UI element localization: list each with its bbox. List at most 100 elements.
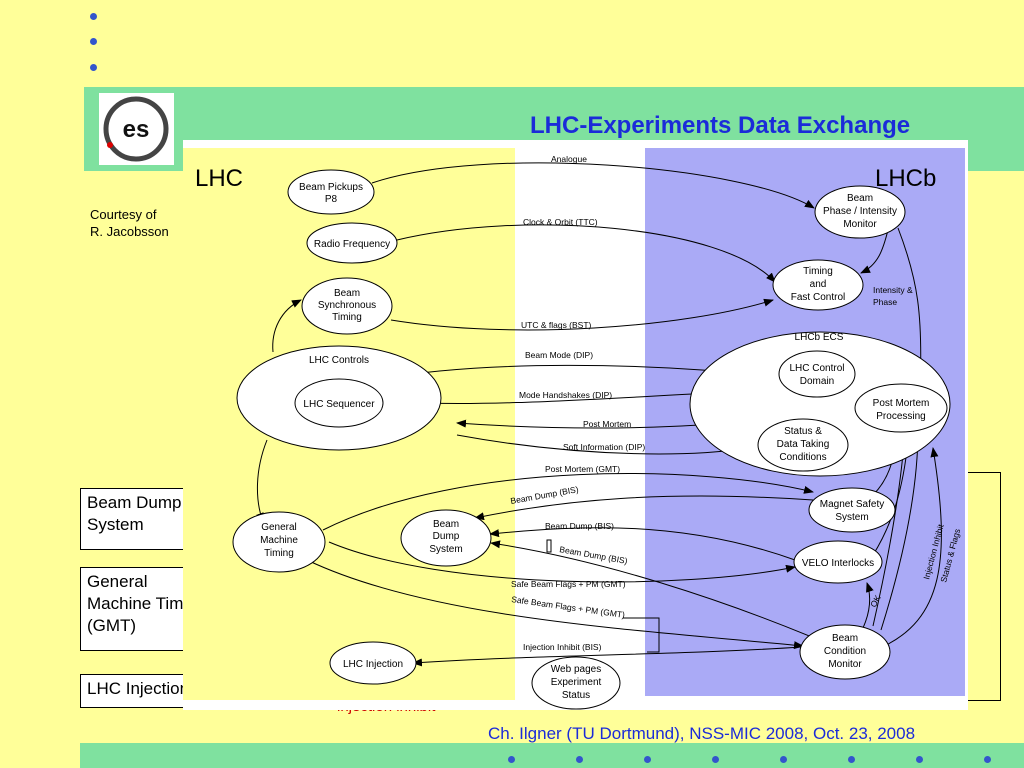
footer-bullet xyxy=(576,756,583,763)
footer-band xyxy=(80,743,1024,768)
link-safe-beam1 xyxy=(328,541,796,583)
status-data-l2: Data Taking xyxy=(777,439,830,450)
link-status-flags xyxy=(879,447,942,649)
link-bdump-bis2 xyxy=(489,527,796,561)
lhc-sequencer-l1: LHC Sequencer xyxy=(303,399,375,410)
radio-frequency-l1: Radio Frequency xyxy=(314,239,390,250)
university-logo: es xyxy=(99,93,174,165)
small-marker xyxy=(546,539,552,553)
link-gmt-bracket xyxy=(623,617,660,653)
timing-fast-l1: Timing xyxy=(803,266,833,277)
beam-dump-box-label: Beam Dump System xyxy=(87,493,182,534)
lhc-control-domain-l2: Domain xyxy=(800,376,834,387)
status-data-node xyxy=(757,418,849,472)
velo-l1: VELO Interlocks xyxy=(802,558,874,569)
beam-pickups-l1: Beam Pickups xyxy=(299,182,363,193)
web-pages-l1: Web pages xyxy=(551,664,601,675)
post-mortem-proc-node xyxy=(854,383,948,433)
beam-dump-l1: Beam xyxy=(433,519,459,530)
lhc-injection-node xyxy=(329,641,417,685)
general-machine-box-label: General Machine Timing (GMT) xyxy=(87,572,207,635)
beam-sync-l3: Timing xyxy=(332,312,362,323)
timing-fast-node xyxy=(772,259,864,311)
lhcb-ecs-label: LHCb ECS xyxy=(795,332,844,343)
bullet-dot xyxy=(90,64,97,71)
label-intensity-phase-1: Intensity & xyxy=(873,285,913,295)
link-bdump-bis1 xyxy=(474,495,814,521)
label-analogue: Analogue xyxy=(551,154,587,164)
lhc-injection-l1: LHC Injection xyxy=(343,659,403,670)
footer-bullet xyxy=(780,756,787,763)
label-beam-mode: Beam Mode (DIP) xyxy=(525,350,593,360)
lhc-control-domain-node xyxy=(778,350,856,398)
data-exchange-diagram: LHC LHCb Analogue Clock & Orbit (TTC) U xyxy=(183,140,968,710)
lhc-controls-label: LHC Controls xyxy=(309,355,369,366)
courtesy-author: R. Jacobsson xyxy=(90,224,169,239)
bpim-l1: Beam xyxy=(847,193,873,204)
footer-bullet xyxy=(644,756,651,763)
courtesy-note: Courtesy of R. Jacobsson xyxy=(90,206,169,240)
post-mortem-proc-l1: Post Mortem xyxy=(873,398,930,409)
lhc-control-domain-l1: LHC Control xyxy=(789,363,844,374)
bcm-node xyxy=(799,624,891,680)
footer-bullet xyxy=(916,756,923,763)
link-ok xyxy=(862,582,874,629)
link-post-mortem-gmt xyxy=(322,473,814,531)
beam-dump-l3: System xyxy=(429,544,462,555)
general-machine-l2: Machine xyxy=(260,535,298,546)
bpim-node xyxy=(814,185,906,239)
courtesy-line: Courtesy of xyxy=(90,207,157,222)
label-bdump-bis2: Beam Dump (BIS) xyxy=(545,521,614,531)
magnet-safety-l2: System xyxy=(835,512,868,523)
radio-frequency-node xyxy=(306,222,398,264)
bcm-l2: Condition xyxy=(824,646,866,657)
diagram-svg: LHC LHCb Analogue Clock & Orbit (TTC) U xyxy=(183,148,965,710)
beam-sync-l1: Beam xyxy=(334,288,360,299)
beam-pickups-node xyxy=(287,169,375,215)
status-data-l3: Conditions xyxy=(779,452,826,463)
beam-sync-l2: Synchronous xyxy=(318,300,376,311)
beam-sync-node xyxy=(301,277,393,335)
bcm-l3: Monitor xyxy=(828,659,862,670)
label-bdump-bis3: Beam Dump (BIS) xyxy=(559,544,629,566)
label-mode-handshakes: Mode Handshakes (DIP) xyxy=(519,390,612,400)
right-frame-box xyxy=(962,472,1001,701)
lhc-injection-box-label: LHC Injection xyxy=(87,679,190,698)
footer-bullet xyxy=(848,756,855,763)
link-bcm-pm2 xyxy=(880,429,922,631)
link-bdump-bis3 xyxy=(490,540,820,641)
lhcb-nodes xyxy=(689,185,951,680)
magnet-safety-node xyxy=(808,487,896,533)
lhc-zone-label: LHC xyxy=(195,165,243,192)
label-intensity-phase-2: Phase xyxy=(873,297,897,307)
label-injection-inhibit-bis: Injection Inhibit (BIS) xyxy=(523,642,602,652)
magnet-safety-l1: Magnet Safety xyxy=(820,499,884,510)
label-soft-info: Soft Information (DIP) xyxy=(563,442,645,452)
velo-node xyxy=(793,540,883,584)
label-post-mortem-gmt: Post Mortem (GMT) xyxy=(545,464,620,474)
link-safe-beam2 xyxy=(306,559,804,650)
link-clock-orbit xyxy=(396,224,776,283)
post-mortem-proc-l2: Processing xyxy=(876,411,925,422)
label-safe-beam1: Safe Beam Flags + PM (GMT) xyxy=(511,579,626,589)
svg-text:es: es xyxy=(123,116,150,143)
general-machine-l1: General xyxy=(261,522,297,533)
status-data-l1: Status & xyxy=(784,426,822,437)
beam-dump-l2: Dump xyxy=(433,531,460,542)
web-pages-l3: Status xyxy=(562,690,590,701)
label-utc-flags: UTC & flags (BST) xyxy=(521,320,592,330)
lhc-sequencer-node xyxy=(294,378,384,428)
general-machine-l3: Timing xyxy=(264,548,294,559)
bpim-l3: Monitor xyxy=(843,219,877,230)
label-clock-orbit: Clock & Orbit (TTC) xyxy=(523,217,598,227)
footer-citation: Ch. Ilgner (TU Dortmund), NSS-MIC 2008, … xyxy=(488,724,916,743)
label-safe-beam2: Safe Beam Flags + PM (GMT) xyxy=(511,594,626,620)
beam-pickups-l2: P8 xyxy=(325,194,338,205)
footer-bullet xyxy=(984,756,991,763)
link-analogue xyxy=(371,162,815,209)
timing-fast-l3: Fast Control xyxy=(791,292,845,303)
slide-title: LHC-Experiments Data Exchange xyxy=(530,112,911,139)
label-post-mortem: Post Mortem xyxy=(583,419,631,429)
web-pages-l2: Experiment xyxy=(551,677,602,688)
bullet-dot xyxy=(90,38,97,45)
